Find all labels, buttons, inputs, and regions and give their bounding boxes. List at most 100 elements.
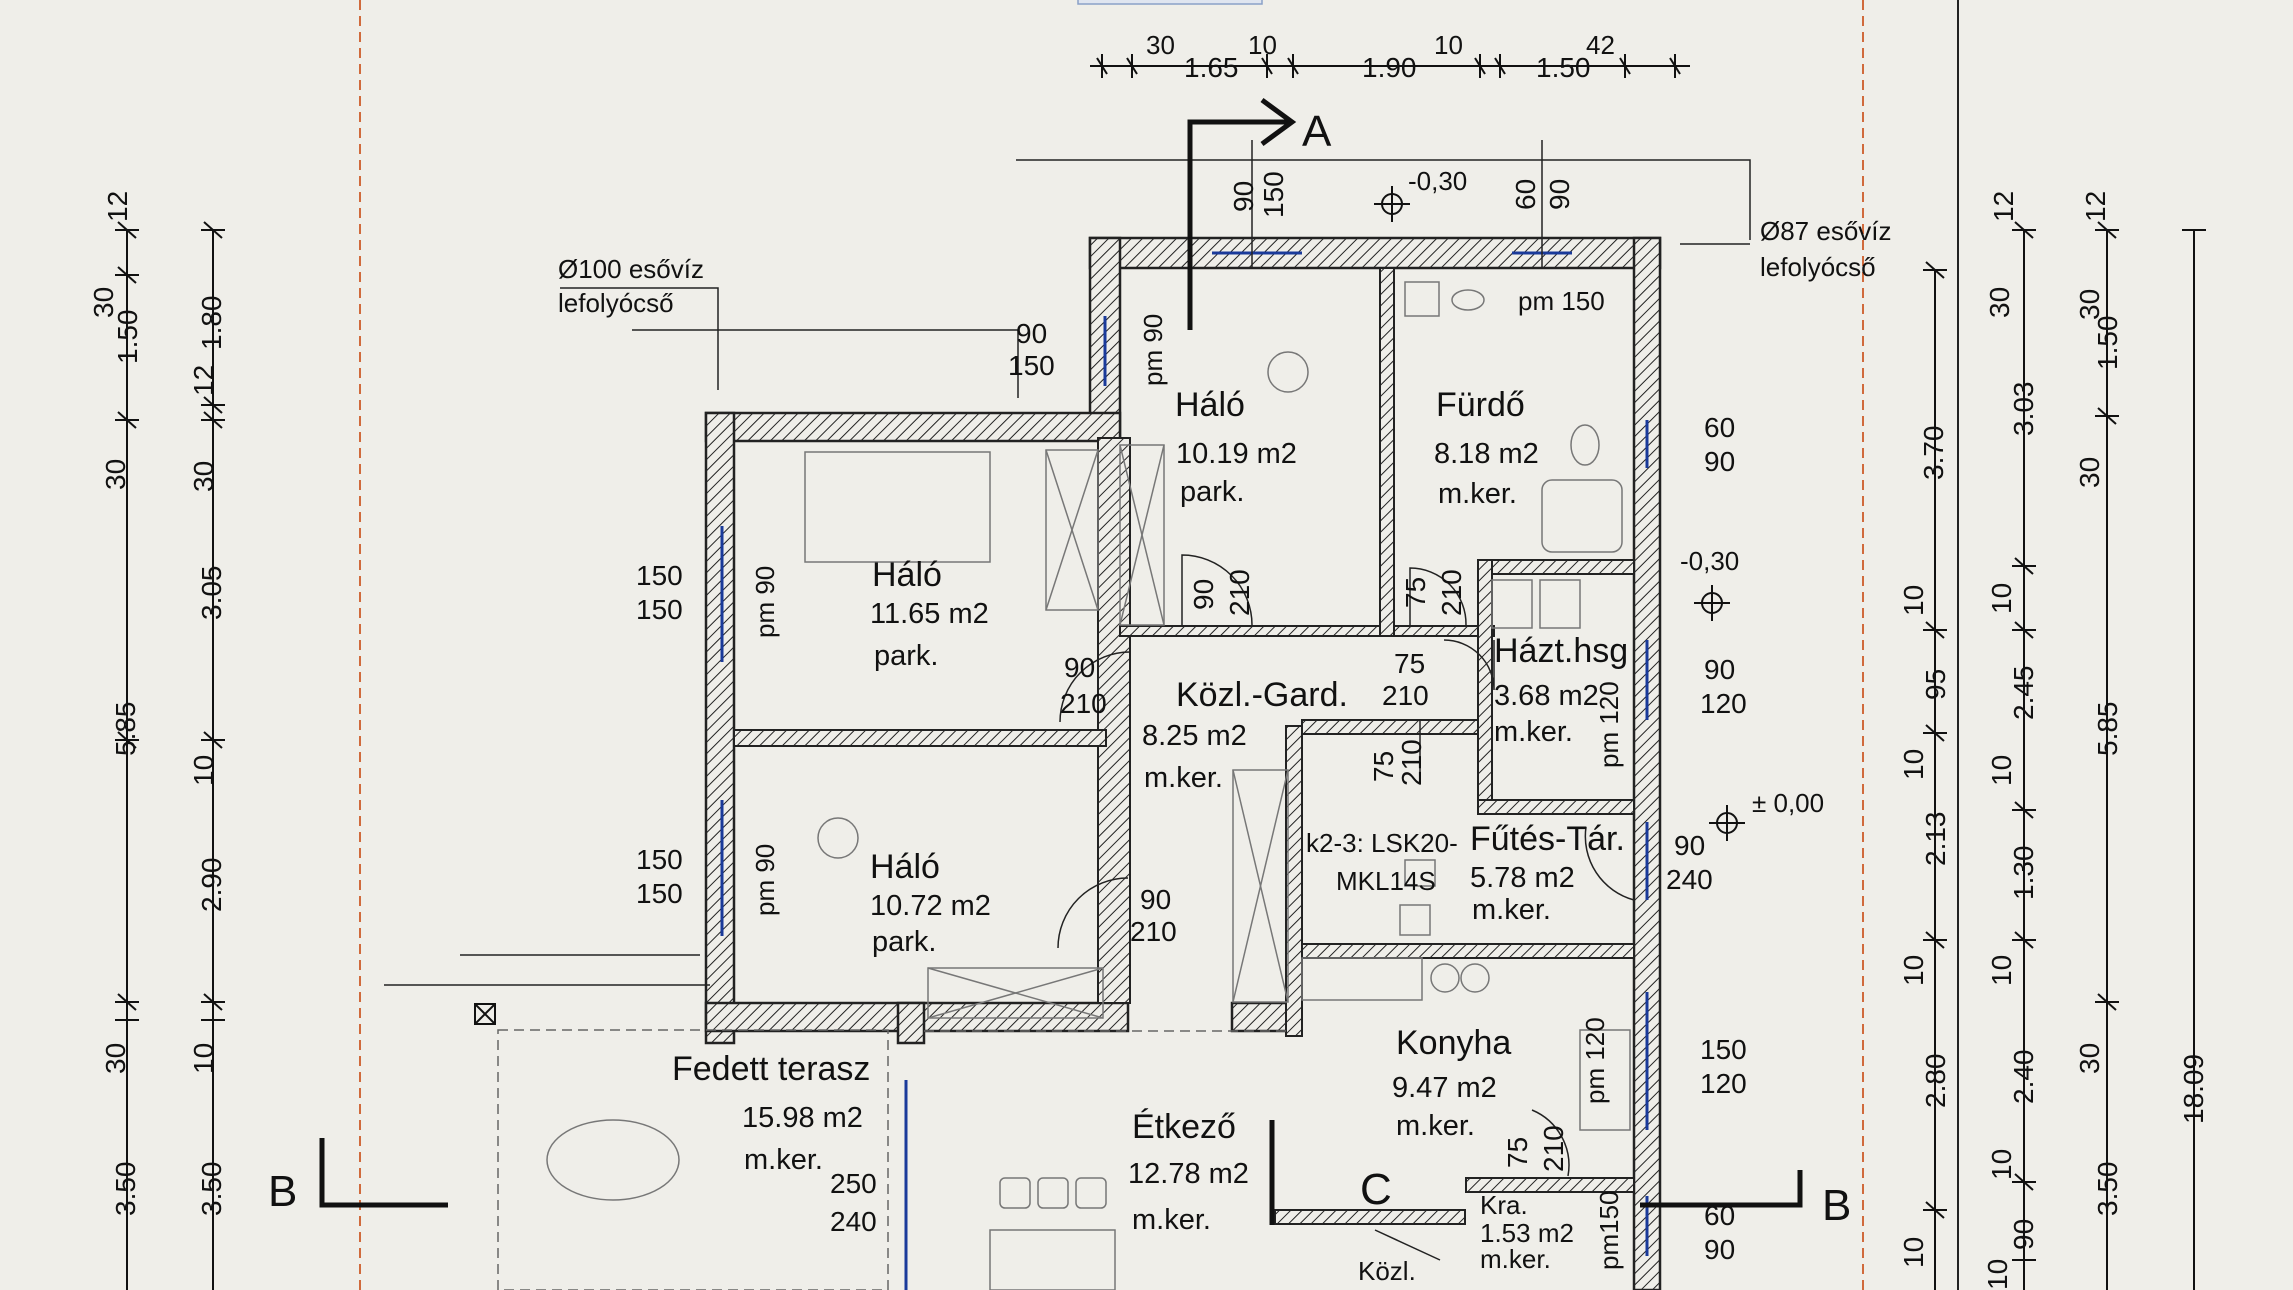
d-k-210: 210 <box>1538 1125 1569 1172</box>
room-kra-area: 1.53 m2 <box>1480 1218 1574 1248</box>
w-r3-240: 240 <box>1666 864 1713 895</box>
room-hazt-floor: m.ker. <box>1494 716 1573 748</box>
section-c-label: C <box>1360 1165 1392 1214</box>
room-kra-name: Kra. <box>1480 1190 1528 1220</box>
ldim-c1-0: 12 <box>102 190 133 222</box>
rdim-c3-5: 30 <box>2074 1042 2105 1074</box>
rdim-c3-2: 1.50 <box>2092 315 2123 371</box>
boiler-label: k2-3: LSK20- <box>1306 828 1458 858</box>
rdim-c2-0: 12 <box>1988 190 2019 222</box>
w-top-150: 150 <box>1008 350 1055 381</box>
ldim-c2-5: 2.90 <box>196 857 227 913</box>
top-dim-f: 1.50 <box>1536 52 1591 83</box>
d-h3-210: 210 <box>1130 916 1177 947</box>
rdim-c3-3: 30 <box>2074 456 2105 488</box>
ldim-c2-1: 12 <box>188 364 219 396</box>
d-t-250: 250 <box>830 1168 877 1199</box>
room-kra-floor: m.ker. <box>1480 1244 1551 1274</box>
mkl-label: MKL14S <box>1336 866 1436 896</box>
rdim-c2-10: 90 <box>2008 1218 2039 1250</box>
d-k-75: 75 <box>1502 1136 1533 1168</box>
d-f-75: 75 <box>1400 576 1431 608</box>
room-konyha-area: 9.47 m2 <box>1392 1072 1497 1104</box>
section-b-left-label: B <box>268 1167 298 1216</box>
rdim-c2-6: 1.30 <box>2008 845 2039 901</box>
rdim-c2-3: 10 <box>1986 582 2017 614</box>
w-h2-150b: 150 <box>636 594 683 625</box>
d-ft-75: 75 <box>1368 750 1399 782</box>
w-top2-60: 60 <box>1510 178 1541 210</box>
pm90-c: pm 90 <box>750 843 780 916</box>
top-dim-a: 30 <box>1146 30 1175 60</box>
d-hz-210: 210 <box>1382 680 1429 711</box>
left-pipe-note-1: Ø100 esővíz <box>558 254 704 284</box>
room-halo-2-name: Háló <box>872 556 942 594</box>
level-right: -0,30 <box>1680 546 1740 576</box>
rdim-c1-5: 10 <box>1898 954 1929 986</box>
top-dimension-chain <box>1090 54 1690 78</box>
w-r5-90: 90 <box>1704 1234 1736 1265</box>
top-dim-d: 1.90 <box>1362 52 1417 83</box>
w-top-90-vert: 90 <box>1228 180 1259 212</box>
section-lines <box>319 97 1803 1225</box>
room-hazt-area: 3.68 m2 <box>1494 680 1599 712</box>
ldim-c2-3: 3.05 <box>196 565 227 621</box>
rdim-c3-0: 12 <box>2080 190 2111 222</box>
rdim-c1-4: 2.13 <box>1920 811 1951 867</box>
room-halo-1-area: 10.19 m2 <box>1176 438 1297 470</box>
room-futes-name: Fűtés-Tár. <box>1470 820 1625 858</box>
rdim-c3-6: 3.50 <box>2092 1161 2123 1217</box>
rdim-c2-8: 2.40 <box>2008 1049 2039 1105</box>
rdim-c3-4: 5.85 <box>2092 701 2123 757</box>
inner-walls <box>733 267 1635 1225</box>
pm90-b: pm 90 <box>750 565 780 638</box>
room-kozl-gard-floor: m.ker. <box>1144 762 1223 794</box>
ldim-c2-6: 10 <box>188 1042 219 1074</box>
left-pipe-note-2: lefolyócső <box>558 288 674 318</box>
d-t-240: 240 <box>830 1206 877 1237</box>
pm120-b: pm 120 <box>1580 1017 1610 1104</box>
d-ft-210: 210 <box>1396 739 1427 786</box>
room-futes-area: 5.78 m2 <box>1470 862 1575 894</box>
w-top-150-vert: 150 <box>1258 171 1289 218</box>
leader-lines <box>384 140 1751 986</box>
d-h1-210: 210 <box>1224 569 1255 616</box>
w-r4-120: 120 <box>1700 1068 1747 1099</box>
ldim-c2-4: 10 <box>188 754 219 786</box>
ldim-c1-7: 3.50 <box>110 1161 141 1217</box>
rdim-c1-1: 10 <box>1898 584 1929 616</box>
w-r2-120: 120 <box>1700 688 1747 719</box>
right-pipe-note-1: Ø87 esővíz <box>1760 216 1892 246</box>
ldim-c1-6: 30 <box>100 1042 131 1074</box>
furniture-lines <box>546 281 1631 1290</box>
terrace-outline <box>497 1029 1286 1290</box>
room-hazt-name: Házt.hsg <box>1494 632 1629 670</box>
rdim-c1-0: 3.70 <box>1918 425 1949 481</box>
rdim-c1-7: 10 <box>1898 1236 1929 1268</box>
d-kg-210: 210 <box>1060 688 1107 719</box>
door-swings <box>1057 554 1635 1261</box>
d-f-210: 210 <box>1436 569 1467 616</box>
w-r-90: 90 <box>1704 446 1736 477</box>
d-h3-90: 90 <box>1140 884 1172 915</box>
pm120-a: pm 120 <box>1594 681 1624 768</box>
ldim-c2-0: 1.80 <box>196 295 227 351</box>
w-r2-90: 90 <box>1704 654 1736 685</box>
w-r-60: 60 <box>1704 412 1736 443</box>
d-hz-75: 75 <box>1394 648 1426 679</box>
room-furdo-area: 8.18 m2 <box>1434 438 1539 470</box>
top-dim-e: 10 <box>1434 30 1463 60</box>
room-furdo-floor: m.ker. <box>1438 478 1517 510</box>
room-halo-3-name: Háló <box>870 848 940 886</box>
room-futes-floor: m.ker. <box>1472 894 1551 926</box>
rdim-c2-7: 10 <box>1986 954 2017 986</box>
pm90-a: pm 90 <box>1138 313 1168 386</box>
w-top-90: 90 <box>1016 318 1048 349</box>
ldim-c2-2: 30 <box>188 460 219 492</box>
room-furdo-name: Fürdő <box>1436 386 1525 424</box>
ldim-c1-3: 30 <box>100 458 131 490</box>
w-r3-90: 90 <box>1674 830 1706 861</box>
room-halo-1-name: Háló <box>1175 386 1245 424</box>
room-halo-3-area: 10.72 m2 <box>870 890 991 922</box>
